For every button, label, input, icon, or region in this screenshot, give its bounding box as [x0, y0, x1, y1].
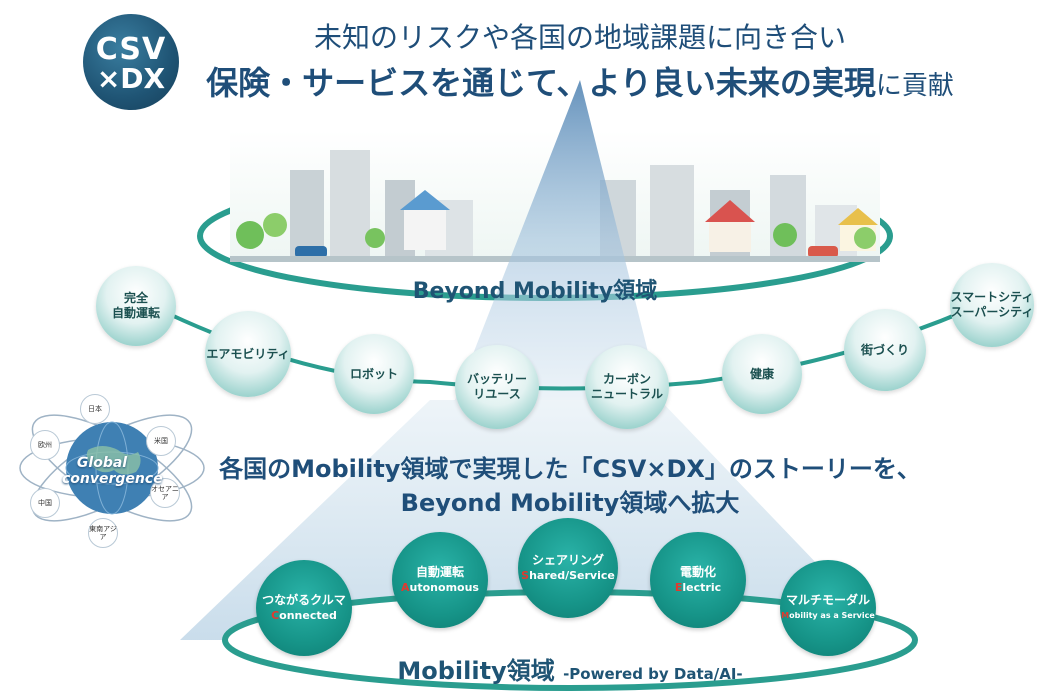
- beyond-node-battery-reuse: バッテリー リユース: [455, 345, 539, 429]
- node-en-initial: E: [674, 581, 683, 594]
- node-en-label: Autonomous: [401, 580, 479, 595]
- region-us: 米国: [146, 426, 176, 456]
- node-en-label: Electric: [675, 580, 721, 595]
- node-label-line2: リユース: [473, 387, 521, 401]
- node-label-line1: ロボット: [349, 366, 398, 381]
- header-line1: 未知のリスクや各国の地域課題に向き合い: [313, 21, 846, 54]
- beyond-mobility-label: Beyond Mobility領域: [412, 279, 658, 304]
- beyond-node-robot: ロボット: [334, 334, 414, 414]
- story-expansion-message: 各国のMobility領域で実現した「CSV×DX」のストーリーを、 Beyon…: [200, 452, 940, 520]
- mobility-node-autonomous: 自動運転 Autonomous: [392, 532, 488, 628]
- node-jp-label: 自動運転: [415, 565, 464, 579]
- node-en-initial: S: [521, 569, 530, 582]
- node-label-line2: ニュートラル: [590, 387, 663, 401]
- region-china: 中国: [30, 488, 60, 518]
- node-label-line1: 健康: [749, 366, 774, 381]
- node-jp-label: シェアリング: [531, 553, 604, 567]
- node-label-line1: 完全: [123, 291, 148, 305]
- mobility-node-connected: つながるクルマ Connected: [256, 560, 352, 656]
- header-line2-suffix: に貢献: [875, 71, 954, 101]
- node-en-label: Mobility as a Service: [781, 608, 875, 623]
- node-en-label: Shared/Service: [521, 568, 615, 583]
- logo-line1: CSV: [95, 32, 167, 67]
- global-convergence-graphic: [19, 414, 205, 522]
- beyond-node-town-development: 街づくり: [844, 309, 926, 391]
- mobility-label-text: Mobility領域: [397, 657, 555, 685]
- csv-dx-logo: CSV ×DX: [83, 14, 179, 110]
- node-jp-label: マルチモーダル: [785, 593, 870, 607]
- node-label-line1: エアモビリティ: [206, 346, 290, 361]
- node-label-line1: バッテリー: [466, 372, 527, 386]
- node-jp-label: 電動化: [679, 565, 716, 579]
- node-label-line1: 街づくり: [860, 342, 909, 357]
- node-label-line1: スマートシティ: [950, 290, 1034, 304]
- mobility-node-shared: シェアリング Shared/Service: [518, 518, 618, 618]
- mobility-domain-label: Mobility領域 -Powered by Data/AI-: [360, 651, 780, 686]
- region-europe: 欧州: [30, 430, 60, 460]
- node-en-rest: lectric: [682, 581, 722, 594]
- header-line2-main: 保険・サービスを通じて、より良い未来の実現: [206, 64, 876, 102]
- node-jp-label: つながるクルマ: [262, 593, 346, 607]
- node-en-rest: onnected: [279, 609, 337, 622]
- global-label-line2: convergence: [62, 471, 163, 487]
- logo-line2: ×DX: [96, 62, 166, 95]
- beyond-node-air-mobility: エアモビリティ: [205, 311, 291, 397]
- node-en-rest: obility as a Service: [789, 611, 875, 620]
- node-en-label: Connected: [271, 608, 337, 623]
- node-en-rest: hared/Service: [529, 569, 615, 582]
- region-oceania: オセアニア: [150, 478, 180, 508]
- message-line2: Beyond Mobility領域へ拡大: [400, 489, 740, 517]
- mobility-node-maas: マルチモーダル Mobility as a Service: [780, 560, 876, 656]
- node-en-rest: utonomous: [409, 581, 479, 594]
- node-label-line2: スーパーシティ: [950, 305, 1034, 319]
- node-label-line1: カーボン: [602, 372, 651, 386]
- powered-by-text: -Powered by Data/AI-: [563, 665, 743, 683]
- mobility-node-electric: 電動化 Electric: [650, 532, 746, 628]
- beyond-node-autonomous: 完全 自動運転: [96, 266, 176, 346]
- message-line1: 各国のMobility領域で実現した「CSV×DX」のストーリーを、: [219, 455, 921, 483]
- beyond-node-smart-city: スマートシティ スーパーシティ: [950, 263, 1034, 347]
- region-japan: 日本: [80, 394, 110, 424]
- node-en-initial: C: [271, 609, 280, 622]
- beyond-node-carbon-neutral: カーボン ニュートラル: [585, 345, 669, 429]
- node-en-initial: M: [781, 611, 790, 620]
- global-label-line1: Global: [76, 455, 128, 471]
- header-line2: 保険・サービスを通じて、より良い未来の実現に貢献: [200, 58, 960, 104]
- region-southeast-asia: 東南アジア: [88, 518, 118, 548]
- node-en-initial: A: [401, 581, 410, 594]
- global-convergence-label: Global convergence: [62, 455, 163, 487]
- node-label-line2: 自動運転: [111, 306, 160, 320]
- beyond-node-health: 健康: [722, 334, 802, 414]
- upper-cone: [455, 80, 660, 400]
